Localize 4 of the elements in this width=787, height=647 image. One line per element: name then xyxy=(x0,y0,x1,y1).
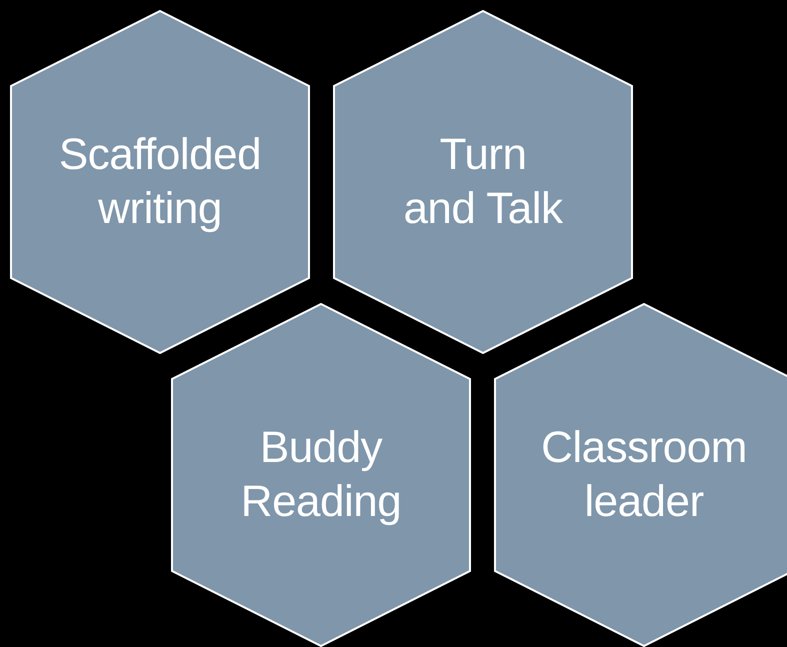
hexagon-label: Buddy Reading xyxy=(240,422,402,528)
hexagon-label: Classroom leader xyxy=(540,422,748,528)
hexagon-label: Turn and Talk xyxy=(402,129,564,235)
hexagon-label: Scaffolded writing xyxy=(58,129,262,235)
